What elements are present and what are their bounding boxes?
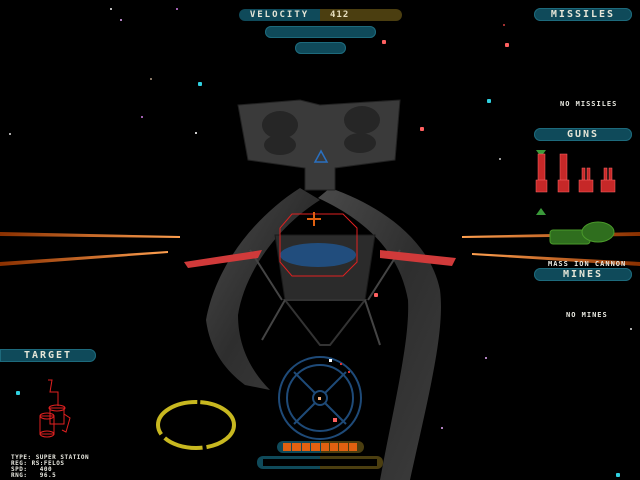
gun-scroll-down-icon[interactable] [536,201,546,215]
gun-icon [559,153,568,185]
target-reg-label: REG: [11,460,28,467]
target-reg-value: RS:FELOS [31,460,65,467]
target-type-label: TYPE: [11,454,32,461]
velocity-indicator: VELOCITY 412 [239,9,402,21]
star [141,116,143,118]
star [16,391,20,395]
crosshair [307,212,321,226]
star [382,40,386,44]
star [420,127,424,131]
target-spd-label: SPD: [11,466,28,473]
gun-scroll-up-icon[interactable] [536,143,546,157]
star [499,158,501,160]
star [374,293,378,297]
velocity-label: VELOCITY [239,9,320,21]
star [195,132,197,134]
velocity-value: 412 [320,9,402,21]
star [630,328,632,330]
target-bracket [279,213,358,277]
star [503,24,505,26]
mass-ion-cannon-icon [549,221,615,245]
mines-status: NO MINES [566,311,608,319]
status-bar-1 [265,26,376,38]
energy-segments [283,443,357,451]
gun-icon [578,179,594,193]
station-ring-left [206,188,320,390]
missiles-status: NO MISSILES [560,100,618,108]
star [150,78,152,80]
star [505,43,509,47]
star [110,8,112,10]
target-rng-label: RNG: [11,472,28,479]
status-bar-2 [295,42,346,54]
energy-bar [277,441,364,453]
star [485,357,487,359]
lock-ring [156,400,236,450]
star [487,99,491,103]
gun-icon [600,179,616,193]
mines-header: MINES [534,268,632,281]
target-rng-value: 96.5 [39,472,57,479]
target-info: TYPE: SUPER STATION REG: RS:FELOS SPD: 4… [11,455,89,479]
target-spd-value: 400 [39,466,53,473]
shield-bar [257,456,383,469]
star [441,427,443,429]
guns-display [535,153,616,193]
radar [278,356,362,440]
star [176,8,178,10]
star [9,133,11,135]
target-wireframe-icon [39,379,71,438]
gun-icon [537,153,546,185]
guns-header: GUNS [534,128,632,141]
missiles-header: MISSILES [534,8,632,21]
target-header: TARGET [0,349,96,362]
target-type-value: SUPER STATION [35,454,90,461]
selected-gun-label: MASS ION CANNON [548,260,627,268]
star [616,473,620,477]
star [120,19,122,21]
star [198,82,202,86]
